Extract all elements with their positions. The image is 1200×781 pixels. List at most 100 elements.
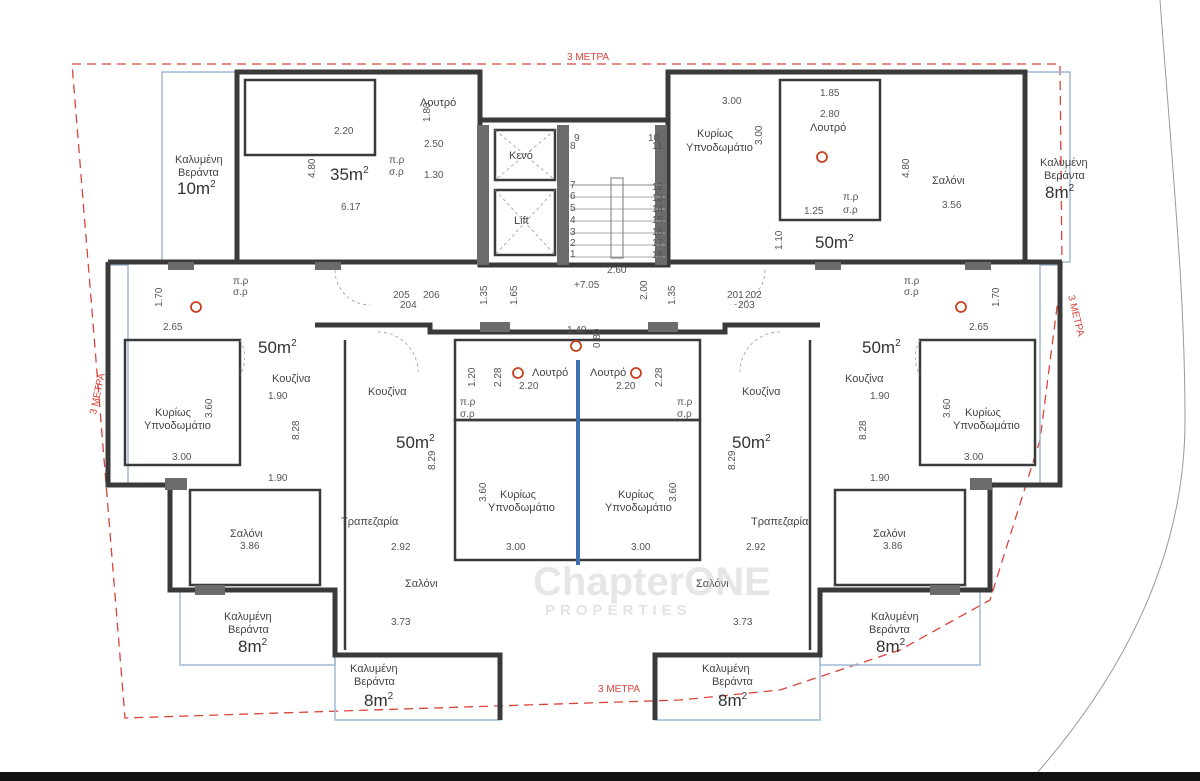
plan-line <box>105 262 503 720</box>
plan-line <box>494 129 556 181</box>
room-label: Υπνοδωμάτιο <box>605 502 672 514</box>
unit-top-right: 3.00 Κυρίως Υπνοδωμάτιο 3.00 1.85 2.80 Λ… <box>686 88 1088 252</box>
dimension-label: 6 <box>570 191 576 202</box>
plan-line <box>778 78 882 222</box>
plan-line <box>1039 264 1061 486</box>
dimension-label: 1.90 <box>870 473 890 484</box>
apt-number: 203 <box>738 300 755 311</box>
room-label: Λουτρό <box>810 122 846 134</box>
room-label: Υπνοδωμάτιο <box>144 420 211 432</box>
staircase <box>494 129 665 259</box>
area-value: 50m <box>732 433 765 452</box>
dimension-label: 3.00 <box>631 542 651 553</box>
dimension-label: 1.90 <box>870 391 890 402</box>
area-label: 50m2 <box>862 338 901 357</box>
plan-line <box>955 301 967 313</box>
plan-line <box>557 125 569 265</box>
dimension-label: 14 <box>652 204 664 215</box>
area-label: 10m2 <box>177 179 216 198</box>
dimension-label: 2.20 <box>616 381 636 392</box>
dimension-label: 2.92 <box>391 542 411 553</box>
dimension-label: 1.35 <box>479 285 490 305</box>
dimension-label: 2.92 <box>746 542 766 553</box>
plan-line <box>315 262 341 270</box>
plan-line <box>234 69 483 260</box>
door-swings <box>239 269 921 376</box>
plan-line: PROPERTIES <box>545 602 692 619</box>
dimension-label: 3.00 <box>722 96 742 107</box>
dimension-label: 1.35 <box>667 285 678 305</box>
walls <box>105 69 1063 720</box>
dimension-label: 3.86 <box>883 541 903 552</box>
plan-line <box>315 322 820 335</box>
dimension-label: 5 <box>570 203 576 214</box>
dimension-label: 1.90 <box>268 473 288 484</box>
room-label: Καλυμένη <box>702 663 750 675</box>
room-label: Κυρίως <box>618 489 654 501</box>
unit-right: π.ρσ.ρ 1.70 2.65 50m2 Κουζίνα 1.90 3.60 … <box>845 276 1020 656</box>
area-value: 2 <box>1069 183 1075 194</box>
dimension-label: 2.65 <box>969 322 989 333</box>
dimension-label: 3.73 <box>391 617 411 628</box>
plan-line <box>494 129 556 181</box>
dimension-label: 13 <box>652 193 664 204</box>
setback-label-left: 3 ΜΕΤΡΑ <box>88 372 108 416</box>
apt-number: 204 <box>400 300 417 311</box>
area-value: 50m <box>258 338 291 357</box>
plan-line <box>1029 0 1186 781</box>
plan-line <box>493 188 557 257</box>
apt-number: 201 <box>727 290 744 301</box>
dimension-label: 3.73 <box>733 617 753 628</box>
room-label: Σαλόνι <box>696 578 729 590</box>
dimension-label: 4 <box>570 215 576 226</box>
plan-line <box>123 338 242 467</box>
dimension-label: 3 <box>570 227 576 238</box>
room-label: Τραπεζαρία <box>751 516 809 528</box>
dimension-label: 11 <box>652 141 663 152</box>
area-value: 8m <box>1045 183 1069 202</box>
area-value: 8m <box>876 637 900 656</box>
plan-line <box>965 262 991 270</box>
lift-label: Lift <box>514 215 529 227</box>
dimension-label: π.ρ <box>843 192 859 203</box>
room-label: Κουζίνα <box>742 386 781 398</box>
apt-number: 205 <box>393 290 410 301</box>
dimension-label: 1.40 <box>567 325 587 336</box>
area-label: 35m2 <box>330 165 369 184</box>
dimension-label: 1.70 <box>991 287 1002 307</box>
room-label: Κουζίνα <box>272 373 311 385</box>
area-label: 50m2 <box>396 433 435 452</box>
watermark-logo: ChapterONE PROPERTIES <box>533 560 771 619</box>
plan-line <box>833 488 967 587</box>
plan-line <box>334 269 371 306</box>
room-label: Σαλόνι <box>230 528 263 540</box>
setback-label-bottom: 3 ΜΕΤΡΑ <box>598 684 640 695</box>
plan-line <box>665 69 1028 262</box>
dimension-label: 4.80 <box>901 158 912 178</box>
plan-line <box>477 125 489 265</box>
room-label: Λουτρό <box>420 97 456 109</box>
room-label: Κουζίνα <box>845 373 884 385</box>
plan-line <box>243 78 377 157</box>
plan-line <box>570 340 582 352</box>
dimension-label: 2.20 <box>334 126 354 137</box>
area-value: 50m <box>815 233 848 252</box>
dimension-label: π.ρ <box>233 276 249 287</box>
room-label: Λουτρό <box>590 367 626 379</box>
dimension-label: 1.80 <box>422 102 433 122</box>
unit-left: π.ρσ.ρ 1.70 2.65 50m2 Κουζίνα 1.90 Κυρίω… <box>144 276 311 656</box>
dimension-label: 1.70 <box>154 287 165 307</box>
dimension-label: 1.90 <box>268 391 288 402</box>
room-label: Καλυμένη <box>871 611 919 623</box>
room-label: Σαλόνι <box>932 175 965 187</box>
dimension-label: 18 <box>652 250 664 261</box>
setback-label-top: 3 ΜΕΤΡΑ <box>567 52 609 63</box>
room-label: Βεράντα <box>712 676 754 688</box>
dimension-label: 10 <box>648 133 660 144</box>
room-label: Υπνοδωμάτιο <box>953 420 1020 432</box>
dimension-label: σ.ρ <box>904 287 919 298</box>
level-marker: +7.05 <box>574 280 600 291</box>
dimension-label: σ.ρ <box>843 205 858 216</box>
plan-line <box>190 301 202 313</box>
room-label: Υπνοδωμάτιο <box>686 142 753 154</box>
